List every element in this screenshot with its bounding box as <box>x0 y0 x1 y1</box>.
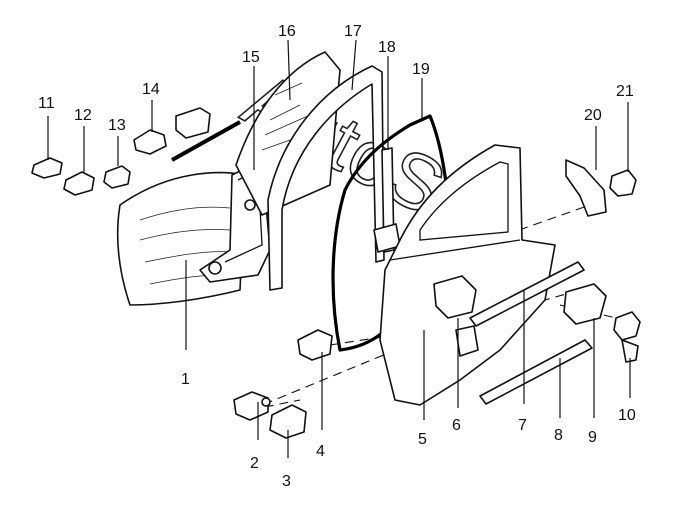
door-handle <box>433 275 479 357</box>
callout-19: 19 <box>412 61 430 78</box>
callout-11: 11 <box>38 95 55 112</box>
callout-10: 10 <box>618 407 636 424</box>
callout-15: 15 <box>242 49 260 66</box>
callout-5: 5 <box>418 431 427 448</box>
clip-part-12 <box>63 171 95 196</box>
callout-labels: 1 2 3 4 5 6 7 8 9 10 11 12 13 14 15 16 1… <box>38 23 636 490</box>
lock-cylinder <box>613 311 641 363</box>
door-hinge-lower <box>269 404 307 439</box>
door-hinge <box>233 391 271 421</box>
callout-9: 9 <box>588 429 597 446</box>
callout-7: 7 <box>518 417 527 434</box>
callout-21: 21 <box>616 83 634 100</box>
outer-handle <box>563 283 607 325</box>
door-latch <box>565 159 607 217</box>
weatherstrip-outer <box>171 120 241 162</box>
callout-2: 2 <box>250 455 259 472</box>
clip-part-13 <box>103 165 131 189</box>
door-check <box>297 329 333 361</box>
callout-3: 3 <box>282 473 291 490</box>
door-glass <box>235 51 341 216</box>
callout-14: 14 <box>142 81 160 98</box>
callout-12: 12 <box>74 107 92 124</box>
clip-part-14 <box>133 107 211 155</box>
callout-13: 13 <box>108 117 126 134</box>
glass-run-channel <box>267 65 385 291</box>
latch-cap <box>609 169 637 197</box>
callout-4: 4 <box>316 443 325 460</box>
callout-6: 6 <box>452 417 461 434</box>
door-trim-panel <box>116 171 246 306</box>
belt-molding <box>469 261 585 327</box>
clip-part-11 <box>31 157 63 179</box>
callout-20: 20 <box>584 107 602 124</box>
leader-lines <box>47 39 631 458</box>
callout-1: 1 <box>181 371 190 388</box>
callout-18: 18 <box>378 39 396 56</box>
rear-channel <box>373 147 401 253</box>
callout-16: 16 <box>278 23 296 40</box>
callout-8: 8 <box>554 427 563 444</box>
side-molding <box>479 339 593 405</box>
callout-17: 17 <box>344 23 362 40</box>
